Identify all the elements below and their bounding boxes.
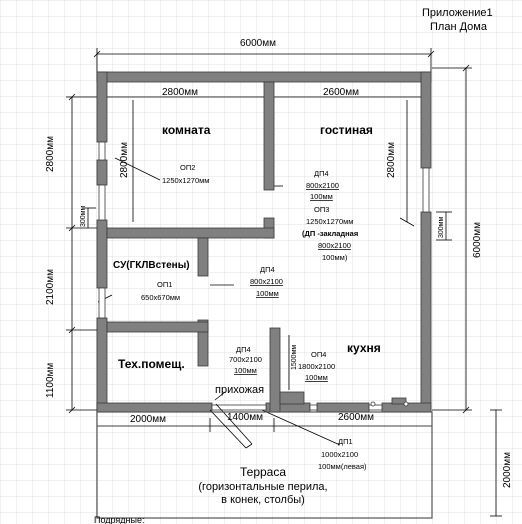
plan-title: План Дома: [430, 21, 488, 33]
room-kuhnya: кухня: [347, 341, 381, 355]
opening-labels: ОП2 1250х1270мм ДП4 800х2100 100мм ОП3 1…: [141, 163, 367, 471]
dim-small-300-right: 300мм: [438, 217, 445, 238]
dp4-b-name: ДП4: [260, 265, 275, 274]
dim-room-width-right: 2600мм: [323, 87, 359, 98]
op3-extra-unit: 100мм): [322, 253, 348, 262]
dp1-name: ДП1: [338, 437, 353, 446]
dim-inner-room-height: 2800мм: [119, 142, 130, 178]
terrace-name: Терраса: [240, 465, 286, 479]
dp4-b-size: 800х2100: [250, 277, 283, 286]
op3-size: 1250х1270мм: [306, 217, 353, 226]
dim-tech-1500: 1500мм: [291, 345, 298, 370]
room-prihozhaya: прихожая: [215, 384, 264, 396]
appendix-label: Приложение1: [422, 7, 493, 19]
op3-extra-size: 800х2100: [318, 241, 351, 250]
dimension-labels: 6000мм 2800мм 2600мм 2000мм 1400мм 2600м…: [45, 38, 513, 488]
terrace-note-line1: (горизонтальные перила,: [198, 481, 327, 493]
room-tech: Тех.помещ.: [118, 357, 185, 371]
terrace-note-line2: в конек, столбы): [221, 494, 305, 506]
op2-size: 1250х1270мм: [162, 176, 209, 185]
dp4-b-unit: 100мм: [256, 289, 279, 298]
door-swing: [209, 403, 253, 449]
dim-height-tech: 1100мм: [45, 363, 56, 398]
dim-room-width-left: 2800мм: [162, 87, 198, 98]
op3-note: (ДП -закладная: [302, 229, 358, 238]
op3-name: ОП3: [314, 205, 329, 214]
dp4-a-name: ДП4: [314, 169, 329, 178]
openings: [98, 141, 430, 411]
dp1-size: 1000х2100: [321, 450, 358, 459]
dp4-c-size: 700х2100: [229, 355, 262, 364]
dim-height-room: 2800мм: [45, 136, 56, 172]
dim-height-mid: 2100мм: [45, 269, 56, 305]
op1-size: 650х670мм: [141, 293, 180, 302]
dimension-lines: [66, 48, 502, 517]
dim-inner-living-height: 2800мм: [386, 142, 397, 178]
dp4-a-unit: 100мм: [310, 192, 333, 201]
dp1-note: 100мм(левая): [318, 462, 367, 471]
dp4-c-name: ДП4: [236, 345, 251, 354]
op2-name: ОП2: [180, 163, 195, 172]
terrace-labels: Терраса (горизонтальные перила, в конек,…: [198, 465, 327, 506]
room-gostinaya: гостиная: [320, 123, 373, 137]
op4-size: 1800х2100: [298, 362, 335, 371]
dim-bottom-right: 2600мм: [338, 412, 374, 423]
op4-unit: 100мм: [305, 373, 328, 382]
dp4-c-unit: 100мм: [234, 366, 257, 375]
dim-height-terrace: 2000мм: [502, 452, 513, 488]
dim-bottom-left: 2000мм: [130, 414, 166, 425]
op1-name: ОП1: [157, 280, 172, 289]
terrace-outline: [96, 411, 433, 519]
op4-name: ОП4: [311, 350, 326, 359]
dim-bottom-mid: 1400мм: [227, 412, 263, 423]
room-su: СУ(ГКЛВстены): [113, 260, 190, 271]
footer-note: Подрядные:: [94, 515, 145, 524]
dim-total-height: 6000мм: [472, 222, 483, 258]
dim-small-300-left: 300мм: [80, 206, 87, 227]
dp4-a-size: 800х2100: [306, 181, 339, 190]
room-komnata: комната: [162, 123, 211, 137]
dim-total-width: 6000мм: [240, 38, 276, 49]
room-labels: комната гостиная СУ(ГКЛВстены) Тех.помещ…: [113, 123, 381, 396]
